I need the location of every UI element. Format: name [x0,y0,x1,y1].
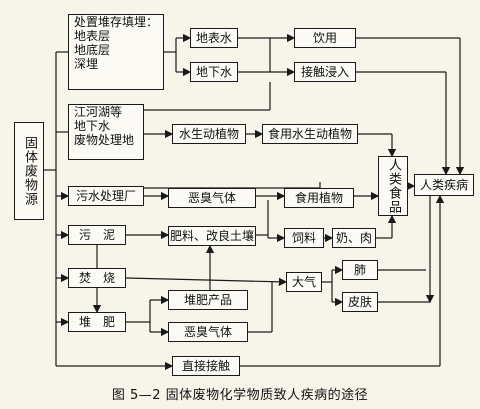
aquatic-label: 水生动植物 [178,127,239,141]
contact-soak-box: 接触浸入 [294,62,356,82]
edible-plant-box: 食用植物 [284,188,354,208]
edible-aquatic-box: 食用水生动植物 [262,124,358,144]
sewage-plant-label: 污水处理厂 [75,189,136,203]
feed-label: 饲料 [291,231,316,245]
compost-label: 堆 肥 [78,315,115,329]
odor-gas-box-1: 恶臭气体 [168,188,256,208]
connector [125,277,288,287]
waterbody-line-1: 江河湖等 [74,105,123,119]
burn-box: 焚 烧 [68,268,126,288]
disease-box: 人类疾病 [414,174,474,196]
air-box: 大气 [286,272,322,292]
ground-water-label: 地下水 [195,65,232,79]
edible-plant-label: 食用植物 [294,191,343,205]
odor-gas-label-1: 恶臭气体 [187,191,236,205]
skin-label: 皮肤 [347,295,372,309]
stack-line-1: 处置堆存填埋： [74,15,159,29]
stack-disposal-box: 处置堆存填埋： 地表层 地底层 深埋 [68,14,164,90]
waterbody-line-3: 废物处理地 [74,133,135,147]
skin-box: 皮肤 [342,292,378,312]
source-label: 固体废物源 [22,136,37,206]
stack-line-4: 深埋 [74,57,99,71]
edible-aquatic-label: 食用水生动植物 [267,127,352,141]
disease-label: 人类疾病 [419,178,468,192]
waterbody-line-2: 地下水 [74,119,111,133]
fertilizer-box: 肥料、改良土壤 [168,226,256,246]
compost-product-label: 堆肥产品 [183,293,232,307]
lung-box: 肺 [342,260,378,280]
milk-meat-box: 奶、肉 [332,228,376,248]
drink-label: 饮用 [312,31,337,45]
stack-line-2: 地表层 [74,29,111,43]
direct-contact-label: 直接接触 [181,359,230,373]
stack-line-3: 地底层 [74,43,111,57]
waterbody-box: 江河湖等 地下水 废物处理地 [68,104,144,160]
odor-gas-box-2: 恶臭气体 [168,322,248,342]
feed-box: 饲料 [284,228,324,248]
direct-contact-box: 直接接触 [172,356,240,376]
human-food-box: 人类食品 [378,156,408,216]
compost-box: 堆 肥 [68,312,126,332]
air-label: 大气 [291,275,316,289]
figure-caption: 图 5—2 固体废物化学物质致人疾病的途径 [111,388,369,403]
sludge-label: 污 泥 [78,228,115,242]
fertilizer-label: 肥料、改良土壤 [169,229,254,243]
sludge-box: 污 泥 [68,225,126,245]
sewage-plant-box: 污水处理厂 [68,186,144,206]
burn-label: 焚 烧 [78,271,115,285]
drink-box: 饮用 [294,28,356,48]
odor-gas-label-2: 恶臭气体 [183,325,232,339]
source-box: 固体废物源 [14,122,44,220]
lung-label: 肺 [353,263,366,277]
surface-water-label: 地表水 [195,31,232,45]
surface-water-box: 地表水 [190,28,238,48]
milk-meat-label: 奶、肉 [335,231,372,245]
aquatic-box: 水生动植物 [172,124,246,144]
ground-water-box: 地下水 [190,62,238,82]
contact-soak-label: 接触浸入 [300,65,349,79]
compost-product-box: 堆肥产品 [168,290,248,310]
human-food-label: 人类食品 [386,158,401,214]
